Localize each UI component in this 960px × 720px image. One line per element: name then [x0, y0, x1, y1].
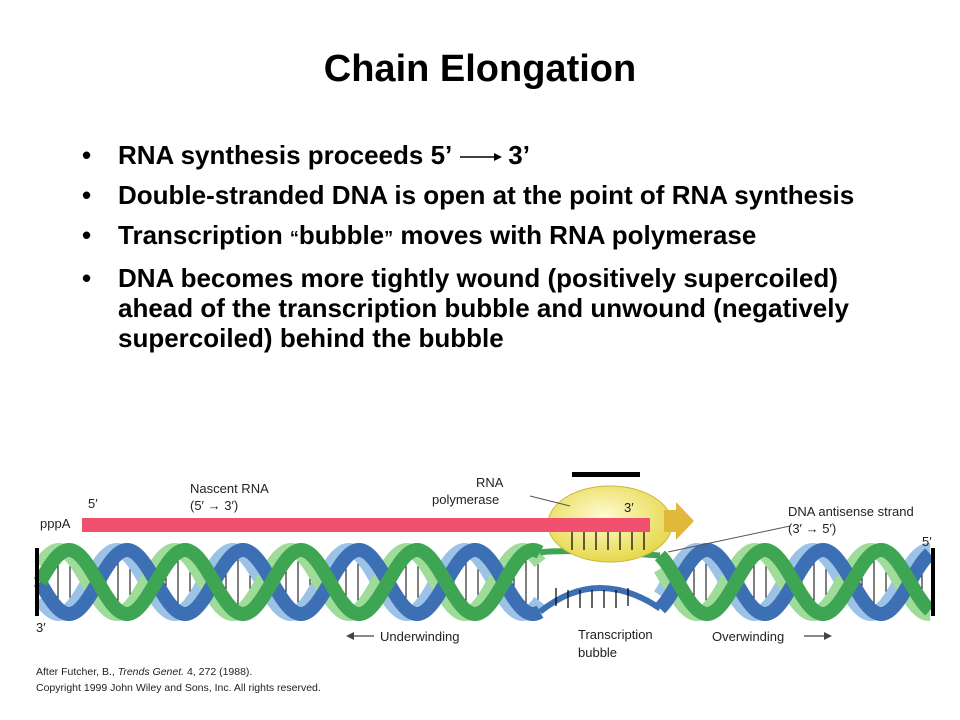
bullet-text-b: bubble [298, 220, 385, 250]
nascent-rna-direction-label: (5′ → 3′) [190, 498, 238, 513]
bullet-end: 3’ [508, 140, 530, 170]
rna-dna-base-pairs [571, 532, 645, 550]
prime-mark: ’ [445, 140, 453, 170]
slide-title: Chain Elongation [323, 48, 637, 90]
underwinding-indicator: Underwinding [346, 629, 460, 644]
pppA-label: pppA [40, 516, 71, 531]
bubble-nontemplate-strand [538, 584, 662, 615]
bullet-text: RNA synthesis proceeds 5 [118, 140, 446, 170]
antisense-direction-label: (3′ → 5′) [788, 521, 836, 536]
bullet-dot: • [82, 220, 92, 250]
polymerase-direction-arrow-icon [664, 502, 694, 540]
antisense-leader-line [667, 525, 791, 553]
bullet-dot: • [82, 263, 92, 293]
left-three-prime-label: 3′ [36, 620, 46, 635]
open-quote: “ [289, 228, 299, 248]
dna-helix [33, 542, 935, 622]
rna-five-prime-label: 5′ [88, 496, 98, 511]
underwinding-label: Underwinding [380, 629, 460, 644]
citation-suffix: 4, 272 (1988). [184, 666, 253, 678]
bullet-text-a: Transcription [118, 220, 290, 250]
close-quote: ” [384, 228, 394, 248]
citation-journal: Trends Genet. [117, 666, 185, 678]
transcription-figure: 5′ pppA Nascent RNA (5′ → 3′) RNA polyme… [33, 472, 935, 660]
bullet-dna-open: • Double-stranded DNA is open at the poi… [82, 180, 882, 210]
bullet-text-c: moves with RNA polymerase [393, 220, 757, 250]
overwinding-label: Overwinding [712, 629, 784, 644]
polymerase-leader-line [529, 495, 571, 507]
bullet-dot: • [82, 140, 92, 170]
bullet-rna-direction: • RNA synthesis proceeds 5’ 3’ [82, 140, 882, 170]
right-arrow-icon [824, 632, 832, 640]
citation-prefix: After Futcher, B., [36, 666, 118, 678]
dna-right-end-cap [931, 548, 935, 616]
left-arrow-icon [346, 632, 354, 640]
bullet-bubble-moves: • Transcription “bubble” moves with RNA … [82, 220, 882, 253]
transcription-label: Transcription [578, 627, 653, 642]
bubble-label: bubble [578, 645, 617, 660]
overwinding-indicator: Overwinding [712, 629, 832, 644]
right-five-prime-label: 5′ [922, 534, 932, 549]
nontemplate-strand-bases [555, 588, 629, 608]
bullet-list: • RNA synthesis proceeds 5’ 3’ • Double-s… [82, 140, 882, 363]
bullet-supercoiling: • DNA becomes more tightly wound (positi… [82, 263, 882, 353]
right-arrow-icon [460, 153, 503, 162]
nascent-rna-strand [82, 518, 650, 532]
citation-line: After Futcher, B., Trends Genet. 4, 272 … [36, 666, 252, 678]
nascent-rna-label: Nascent RNA [190, 481, 269, 496]
bullet-text: DNA becomes more tightly wound (positive… [118, 263, 849, 353]
copyright-line: Copyright 1999 John Wiley and Sons, Inc.… [36, 682, 321, 694]
polymerase-top-bar [572, 472, 640, 477]
rna-label: RNA [476, 475, 504, 490]
polymerase-label: polymerase [432, 492, 499, 507]
bullet-dot: • [82, 180, 92, 210]
antisense-strand-label: DNA antisense strand [788, 504, 914, 519]
dna-strand-dark-green [33, 543, 935, 621]
dna-left-end-cap [35, 548, 39, 616]
rna-three-prime-label: 3′ [624, 500, 634, 515]
bullet-text: Double-stranded DNA is open at the point… [118, 180, 855, 210]
